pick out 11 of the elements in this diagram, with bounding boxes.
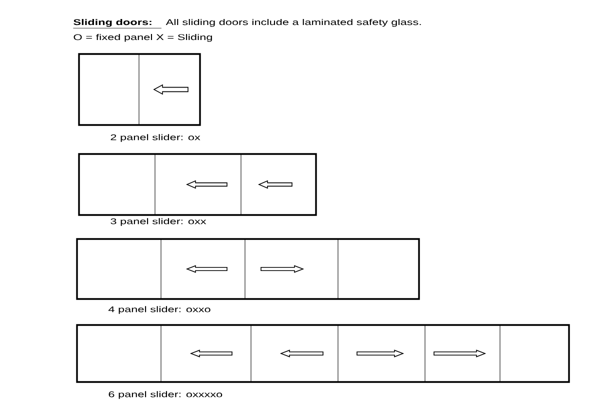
door-frame: [76, 324, 570, 383]
note-text: All sliding doors include a laminated safety glass.: [166, 19, 421, 27]
door-label: 6 panel slider: oxxxxo: [108, 391, 222, 399]
note-text: O = fixed panel X = Sliding: [74, 34, 212, 42]
door-label: 2 panel slider: ox: [110, 134, 200, 142]
heading: Sliding doors:: [73, 19, 162, 28]
door-label: 3 panel slider: oxx: [110, 218, 206, 226]
door-label: 4 panel slider: oxxo: [108, 306, 210, 314]
door-frame: [78, 153, 317, 216]
door-frame: [78, 53, 201, 126]
door-frame: [76, 238, 420, 300]
